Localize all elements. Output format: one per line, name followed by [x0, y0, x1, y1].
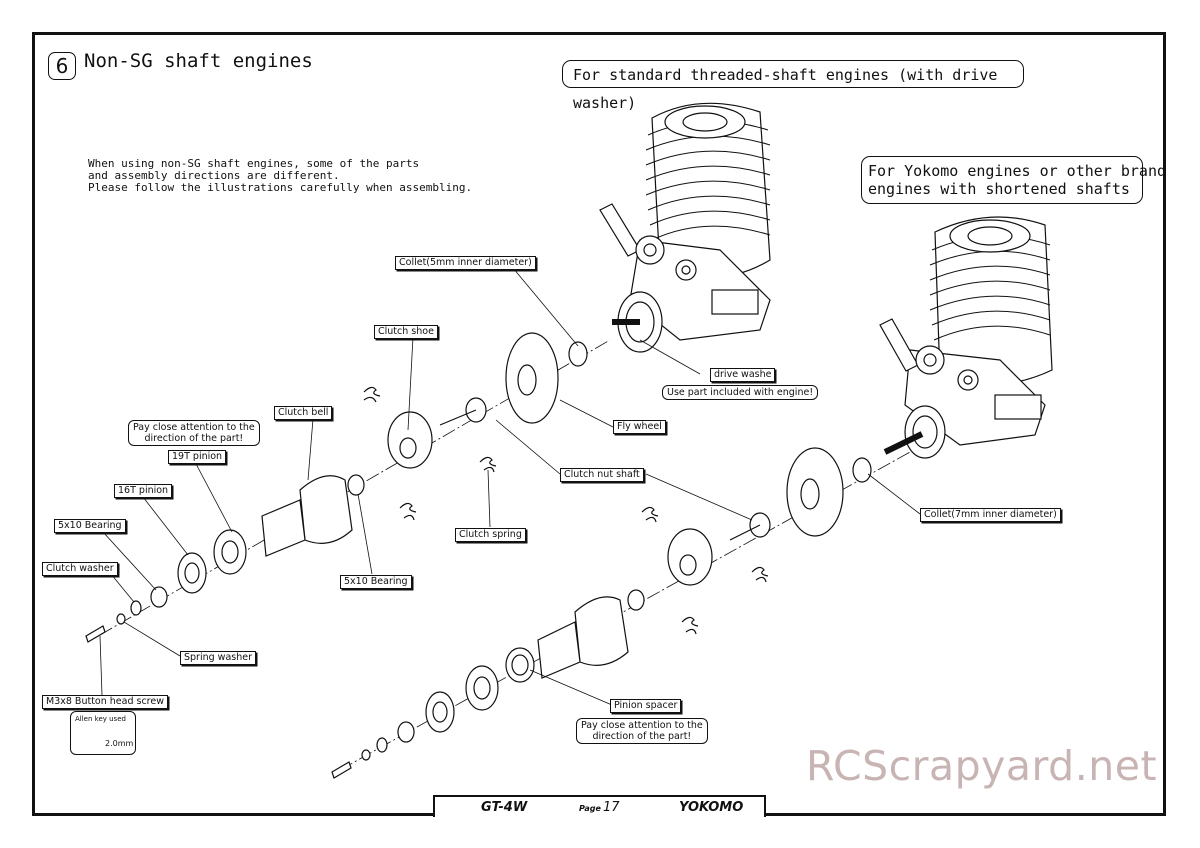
- label-drive-washer: drive washe: [710, 368, 776, 382]
- watermark: RCScrapyard.net: [806, 742, 1158, 790]
- engine-yokomo: [879, 216, 1053, 459]
- yokomo-engine-bubble: For Yokomo engines or other brand engine…: [861, 156, 1166, 204]
- label-16t-pinion: 16T pinion: [114, 484, 173, 498]
- section-title: Non-SG shaft engines: [84, 50, 313, 72]
- upper-assembly: [85, 332, 588, 643]
- label-spring-washer: Spring washer: [180, 651, 256, 665]
- lower-assembly: [331, 447, 872, 779]
- label-button-head-screw: M3x8 Button head screw: [42, 695, 168, 709]
- label-5x10-bearing-lower: 5x10 Bearing: [340, 575, 412, 589]
- allen-key-size: 2.0mm: [105, 739, 134, 748]
- label-collet-7mm: Collet(7mm inner diameter): [920, 508, 1061, 522]
- label-5x10-bearing-upper: 5x10 Bearing: [54, 519, 126, 533]
- label-clutch-spring: Clutch spring: [455, 528, 526, 542]
- label-clutch-nut-shaft: Clutch nut shaft: [560, 468, 644, 482]
- note-attention-upper: Pay close attention to the direction of …: [128, 420, 260, 446]
- footer-model: GT-4W: [481, 800, 528, 815]
- standard-engine-bubble: For standard threaded-shaft engines (wit…: [562, 60, 1024, 112]
- footer-brand: YOKOMO: [679, 800, 744, 815]
- label-clutch-washer: Clutch washer: [42, 562, 118, 576]
- note-attention-lower: Pay close attention to the direction of …: [576, 718, 708, 744]
- label-collet-5mm: Collet(5mm inner diameter): [395, 256, 536, 270]
- allen-key-title: Allen key used: [75, 715, 126, 723]
- label-clutch-bell: Clutch bell: [274, 406, 333, 420]
- section-number: 6: [48, 52, 76, 80]
- footer-page-number: 17: [603, 800, 620, 815]
- label-clutch-shoe: Clutch shoe: [374, 325, 438, 339]
- intro-text: When using non-SG shaft engines, some of…: [88, 157, 473, 194]
- label-pinion-spacer: Pinion spacer: [610, 699, 682, 713]
- engine-standard: [599, 102, 771, 353]
- allen-key-box: Allen key used 2.0mm: [70, 711, 136, 755]
- footer-page-label: Page: [579, 804, 601, 813]
- page-footer: GT-4W Page 17 YOKOMO: [433, 795, 766, 817]
- label-19t-pinion: 19T pinion: [168, 450, 227, 464]
- label-fly-wheel: Fly wheel: [613, 420, 666, 434]
- leader-lines: [99, 267, 921, 706]
- note-use-part: Use part included with engine!: [662, 385, 819, 400]
